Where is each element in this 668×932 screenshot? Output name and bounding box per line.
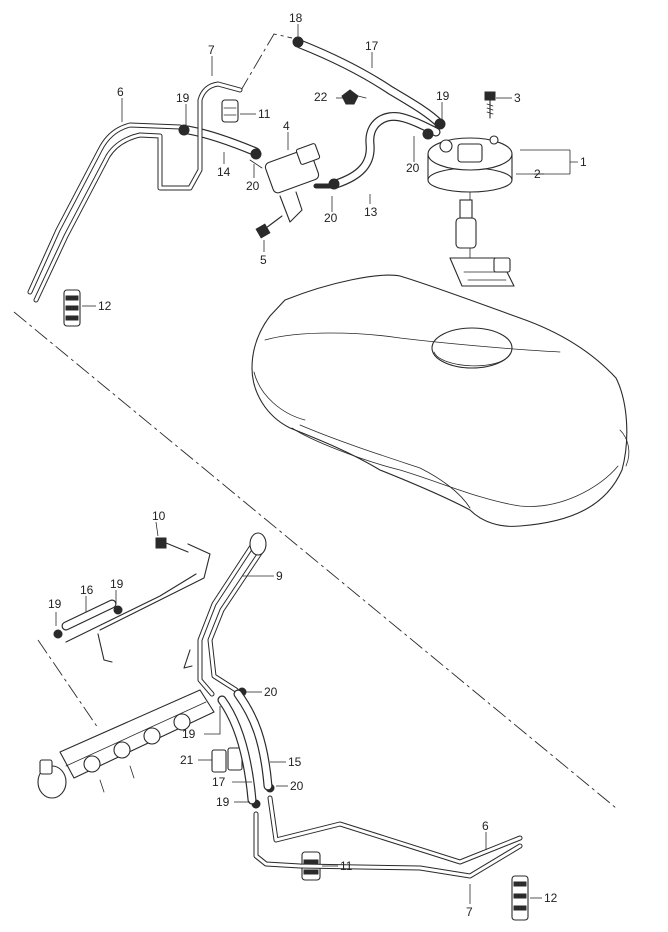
filler-neck — [65, 532, 267, 697]
callout-5: 5 — [260, 253, 267, 267]
callout-17: 17 — [212, 775, 226, 789]
section-divider — [13, 33, 617, 809]
callout-4: 4 — [283, 119, 290, 133]
hose-18 — [295, 39, 445, 129]
leader-lines — [55, 24, 578, 904]
hose-13 — [313, 112, 441, 189]
clamp-21 — [211, 747, 243, 773]
callouts: 18 17 7 6 19 22 19 3 11 4 1 2 20 14 20 1… — [48, 11, 587, 919]
hose-17 — [217, 695, 257, 805]
clamp-12-lower — [511, 875, 529, 921]
fuel-pump-assembly — [427, 135, 515, 287]
hose-16 — [61, 599, 117, 631]
callout-19: 19 — [182, 727, 196, 741]
callout-7: 7 — [466, 905, 473, 919]
callout-22: 22 — [314, 90, 328, 104]
pipe-6-7-lower — [253, 795, 523, 879]
callout-20: 20 — [406, 161, 420, 175]
callout-19: 19 — [48, 597, 62, 611]
callout-15: 15 — [288, 755, 302, 769]
clamp-10 — [221, 99, 239, 123]
callout-20: 19 — [176, 91, 190, 105]
callout-11: 11 — [340, 859, 353, 873]
callout-9: 10 — [152, 509, 166, 523]
hose-14 — [183, 125, 261, 157]
callout-16: 16 — [80, 583, 94, 597]
callout-10: 11 — [258, 107, 271, 121]
callout-19: 18 — [289, 11, 303, 25]
fuel-rail — [37, 689, 215, 799]
callout-14: 14 — [217, 165, 231, 179]
callout-20: 20 — [264, 685, 278, 699]
callout-6: 6 — [117, 85, 124, 99]
callout-20: 20 — [324, 211, 338, 225]
pipe-6-upper — [27, 81, 243, 303]
clamp-12-upper — [63, 289, 81, 327]
callout-20: 20 — [246, 179, 260, 193]
bolt-3 — [484, 91, 496, 119]
callout-21: 21 — [180, 753, 194, 767]
fuel-filter — [249, 143, 321, 223]
callout-8: 9 — [276, 569, 283, 583]
hose-15 — [233, 689, 273, 791]
bolt-9 — [155, 537, 189, 553]
callout-18: 17 — [365, 39, 379, 53]
callout-6: 6 — [482, 819, 489, 833]
callout-19: 19 — [216, 795, 230, 809]
callout-2: 2 — [534, 167, 541, 181]
callout-12: 12 — [98, 299, 112, 313]
callout-3: 3 — [514, 91, 521, 105]
fuel-tank — [251, 274, 630, 527]
callout-20: 20 — [290, 779, 304, 793]
callout-13: 13 — [364, 205, 378, 219]
clip-22 — [341, 89, 367, 105]
callout-7: 7 — [208, 43, 215, 57]
callout-1: 1 — [580, 155, 587, 169]
bolt-5 — [255, 215, 283, 239]
callout-12: 12 — [544, 891, 558, 905]
callout-19: 19 — [110, 577, 124, 591]
callout-19: 19 — [436, 89, 450, 103]
